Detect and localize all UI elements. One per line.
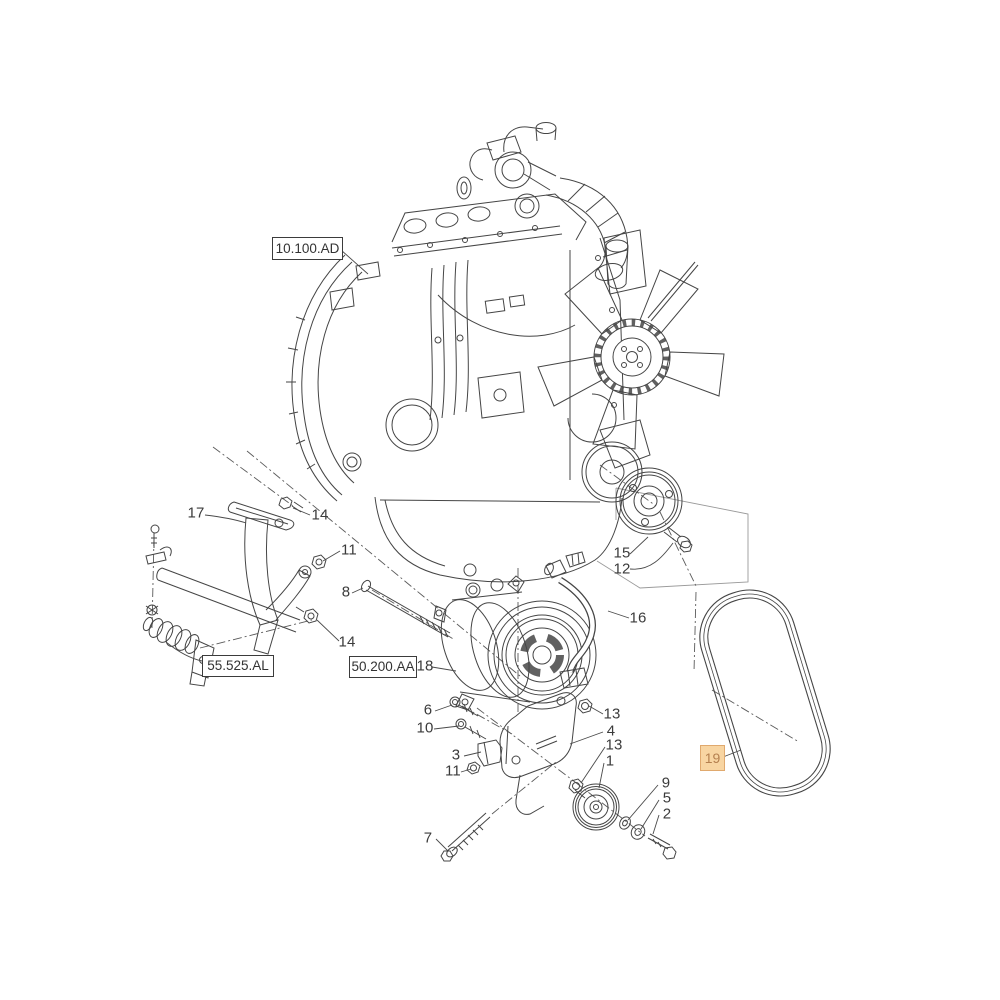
bolt-7-illustration: [440, 812, 491, 862]
highlighted-callout-19[interactable]: 19: [700, 745, 725, 771]
fasteners-upper-illustration: [278, 496, 451, 638]
callout-8[interactable]: 8: [341, 583, 351, 601]
callout-1[interactable]: 1: [605, 752, 615, 770]
callout-9[interactable]: 9: [661, 774, 671, 792]
bolt-12-illustration: [663, 526, 693, 553]
leader-lines: [165, 249, 742, 852]
callout-4[interactable]: 4: [606, 722, 616, 740]
washers-bolt-2-illustration: [619, 816, 677, 860]
callout-2[interactable]: 2: [662, 805, 672, 823]
bracket-17-illustration: [227, 501, 312, 655]
pulley-15-illustration: [615, 467, 683, 535]
ref-box-compressor-section[interactable]: 50.200.AA: [349, 656, 417, 678]
callout-10[interactable]: 10: [416, 719, 434, 737]
callout-5[interactable]: 5: [662, 789, 672, 807]
compressor-illustration: [433, 575, 597, 711]
callout-3[interactable]: 3: [451, 746, 461, 764]
callout-17[interactable]: 17: [187, 504, 205, 522]
callout-11-lower[interactable]: 11: [445, 762, 461, 780]
callout-12[interactable]: 12: [613, 560, 631, 578]
callout-13-upper[interactable]: 13: [603, 705, 621, 723]
callout-11-upper[interactable]: 11: [341, 541, 357, 559]
harness-16-illustration: [544, 551, 596, 689]
callout-15[interactable]: 15: [613, 544, 631, 562]
callout-16[interactable]: 16: [629, 609, 647, 627]
ref-box-engine-section[interactable]: 10.100.AD: [272, 237, 343, 260]
nuts-spacer-illustration: [466, 698, 593, 794]
engine-illustration: [286, 122, 725, 583]
callout-18[interactable]: 18: [416, 657, 434, 675]
belt-19-illustration: [699, 589, 831, 797]
callout-14-upper[interactable]: 14: [311, 506, 329, 524]
isolator-assembly-illustration: [142, 524, 301, 687]
bracket-4-illustration: [499, 692, 577, 815]
ref-box-isolator-section[interactable]: 55.525.AL: [202, 655, 274, 677]
callout-14-lower[interactable]: 14: [338, 633, 356, 651]
callout-13-lower[interactable]: 13: [605, 736, 623, 754]
callout-6[interactable]: 6: [423, 701, 433, 719]
screws-6-10-illustration: [449, 696, 487, 740]
callout-7[interactable]: 7: [423, 829, 433, 847]
pulley-1-illustration: [572, 783, 620, 831]
